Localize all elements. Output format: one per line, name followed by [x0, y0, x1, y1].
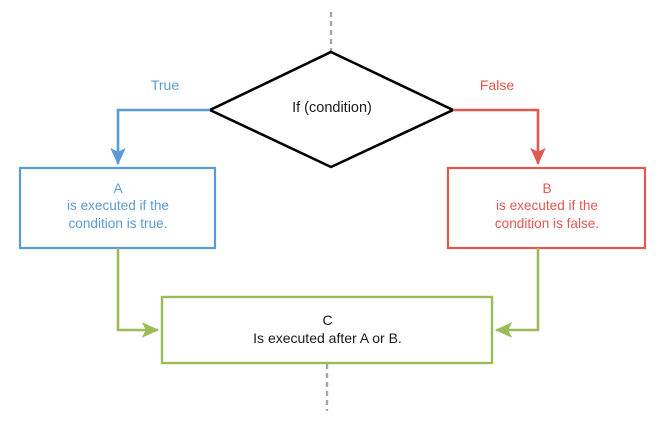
false-branch-label: False [479, 77, 515, 93]
true-branch-label: True [150, 77, 180, 93]
box-c-shape[interactable] [160, 295, 494, 365]
b-to-c-connector [494, 248, 540, 338]
box-b-shape[interactable] [446, 166, 647, 250]
a-to-c-connector [116, 248, 160, 338]
decision-diamond-shape[interactable] [206, 50, 457, 169]
true-branch-connector [110, 108, 210, 166]
box-a-shape[interactable] [18, 166, 217, 250]
false-branch-connector [453, 108, 546, 166]
